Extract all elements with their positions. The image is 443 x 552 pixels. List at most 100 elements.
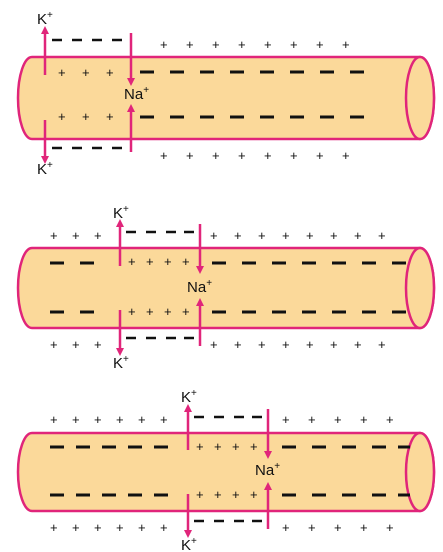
svg-text:+: +	[146, 254, 154, 269]
svg-text:+: +	[306, 337, 314, 352]
svg-text:+: +	[378, 228, 386, 243]
svg-text:+: +	[250, 487, 258, 502]
svg-text:+: +	[94, 337, 102, 352]
outside-bottom-charges: + + + + + + + + + + +	[50, 337, 386, 352]
svg-text:+: +	[234, 228, 242, 243]
svg-text:+: +	[116, 412, 124, 427]
svg-text:+: +	[182, 304, 190, 319]
outside-top-charges: + + + + + + + + + + +	[50, 412, 394, 427]
k-label-top: K+	[181, 388, 197, 406]
svg-text:+: +	[160, 412, 168, 427]
svg-text:+: +	[378, 337, 386, 352]
svg-text:+: +	[82, 109, 90, 124]
svg-text:+: +	[196, 487, 204, 502]
k-label-top: K+	[37, 10, 53, 28]
k-label-bottom: K+	[113, 354, 129, 372]
svg-text:+: +	[232, 487, 240, 502]
outside-bottom-charges: + + + + + + + +	[52, 148, 350, 163]
svg-text:+: +	[290, 148, 298, 163]
svg-text:+: +	[238, 37, 246, 52]
svg-text:+: +	[212, 37, 220, 52]
svg-text:+: +	[330, 337, 338, 352]
svg-text:+: +	[264, 37, 272, 52]
svg-text:+: +	[82, 65, 90, 80]
svg-text:+: +	[50, 228, 58, 243]
svg-text:+: +	[354, 228, 362, 243]
axon-body	[18, 433, 434, 511]
svg-text:+: +	[50, 412, 58, 427]
svg-text:+: +	[186, 37, 194, 52]
svg-text:+: +	[106, 109, 114, 124]
svg-text:+: +	[50, 337, 58, 352]
svg-text:+: +	[128, 304, 136, 319]
svg-text:+: +	[282, 520, 290, 535]
svg-text:+: +	[330, 228, 338, 243]
outside-top-charges: + + + + + + + +	[52, 37, 350, 52]
svg-text:+: +	[160, 520, 168, 535]
svg-text:+: +	[94, 228, 102, 243]
svg-text:+: +	[210, 228, 218, 243]
svg-text:+: +	[282, 228, 290, 243]
svg-text:+: +	[334, 520, 342, 535]
svg-text:+: +	[342, 37, 350, 52]
svg-text:+: +	[164, 254, 172, 269]
svg-text:+: +	[160, 37, 168, 52]
axon-end	[406, 433, 434, 511]
svg-text:+: +	[308, 412, 316, 427]
svg-text:+: +	[94, 520, 102, 535]
axon-body	[18, 57, 434, 139]
k-label-bottom: K+	[181, 536, 197, 552]
svg-text:+: +	[186, 148, 194, 163]
svg-text:+: +	[58, 65, 66, 80]
svg-text:+: +	[164, 304, 172, 319]
svg-text:+: +	[72, 228, 80, 243]
svg-text:+: +	[232, 439, 240, 454]
svg-text:+: +	[360, 412, 368, 427]
svg-text:+: +	[138, 520, 146, 535]
svg-text:+: +	[106, 65, 114, 80]
svg-text:+: +	[182, 254, 190, 269]
svg-text:+: +	[334, 412, 342, 427]
outside-top-charges: + + + + + + + + + + +	[50, 228, 386, 243]
svg-text:+: +	[146, 304, 154, 319]
svg-text:+: +	[290, 37, 298, 52]
svg-text:+: +	[160, 148, 168, 163]
svg-text:+: +	[116, 520, 124, 535]
axon-end	[406, 57, 434, 139]
svg-text:+: +	[210, 337, 218, 352]
axon-body	[18, 248, 434, 328]
svg-text:+: +	[354, 337, 362, 352]
svg-text:+: +	[94, 412, 102, 427]
svg-text:+: +	[386, 412, 394, 427]
svg-text:+: +	[234, 337, 242, 352]
svg-text:+: +	[282, 412, 290, 427]
svg-text:+: +	[264, 148, 272, 163]
svg-text:+: +	[386, 520, 394, 535]
svg-text:+: +	[258, 337, 266, 352]
svg-text:+: +	[258, 228, 266, 243]
svg-text:+: +	[72, 520, 80, 535]
svg-text:+: +	[360, 520, 368, 535]
svg-text:+: +	[72, 337, 80, 352]
outside-bottom-charges: + + + + + + + + + + +	[50, 520, 394, 535]
svg-text:+: +	[250, 439, 258, 454]
svg-text:+: +	[138, 412, 146, 427]
svg-text:+: +	[342, 148, 350, 163]
svg-text:+: +	[238, 148, 246, 163]
svg-text:+: +	[316, 37, 324, 52]
k-label-top: K+	[113, 204, 129, 222]
svg-text:+: +	[72, 412, 80, 427]
panel-2: + + + + + + + + + + + + + + +	[18, 204, 434, 372]
svg-text:+: +	[282, 337, 290, 352]
k-label-bottom: K+	[37, 160, 53, 178]
axon-end	[406, 248, 434, 328]
panel-3: + + + + + + + + + + + + + + +	[18, 388, 434, 552]
svg-text:+: +	[50, 520, 58, 535]
svg-text:+: +	[306, 228, 314, 243]
svg-text:+: +	[214, 439, 222, 454]
svg-text:+: +	[128, 254, 136, 269]
svg-text:+: +	[212, 148, 220, 163]
svg-text:+: +	[308, 520, 316, 535]
svg-text:+: +	[214, 487, 222, 502]
